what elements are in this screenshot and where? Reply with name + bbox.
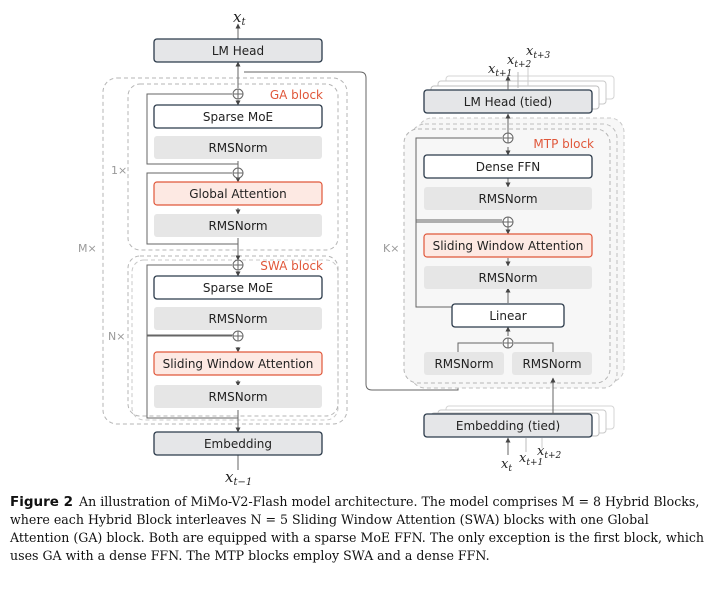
swa-rmsnorm-top-box <box>154 307 322 330</box>
ga-rmsnorm-top-box <box>154 136 322 159</box>
caption-text: An illustration of MiMo-V2-Flash model a… <box>10 494 705 563</box>
linear-label: Linear <box>489 309 526 323</box>
mtp-rmsnorm-top-label: RMSNorm <box>478 192 537 206</box>
mtp-output-token: xt+1 <box>488 62 512 79</box>
lm-head-tied-label: LM Head (tied) <box>464 95 552 109</box>
input-token: xt−1 <box>225 468 252 488</box>
swa-rmsnorm-top-label: RMSNorm <box>208 312 267 326</box>
swa-sparse-moe-label: Sparse MoE <box>203 281 273 295</box>
swa-block-container <box>127 255 339 417</box>
embedding-tied-box <box>423 413 593 438</box>
ga-rmsnorm-bottom-label: RMSNorm <box>208 219 267 233</box>
sliding-window-attention-box <box>153 351 323 376</box>
concat-add-icon <box>502 337 514 349</box>
mtp-swa-label: Sliding Window Attention <box>433 239 584 253</box>
ga-sparse-moe-box <box>153 104 323 129</box>
ga-rmsnorm-top-label: RMSNorm <box>208 141 267 155</box>
swa-rmsnorm-bottom-box <box>154 385 322 408</box>
mtp-input-token: xt+1 <box>519 451 543 468</box>
mtp-input-token: xt <box>501 457 512 474</box>
ga-block-container <box>127 83 339 251</box>
mtp-repeat-label: K× <box>383 242 399 255</box>
sliding-window-attention-label: Sliding Window Attention <box>163 357 314 371</box>
mtp-rmsnorm-left-box <box>424 352 504 375</box>
ga-sparse-moe-label: Sparse MoE <box>203 110 273 124</box>
residual-add-icon <box>232 167 244 179</box>
swa-repeat-label: N× <box>108 330 125 343</box>
residual-add-icon <box>232 259 244 271</box>
mtp-output-token: xt+2 <box>507 53 532 70</box>
ga-block-title: GA block <box>270 88 323 102</box>
figure-label: Figure 2 <box>10 494 74 510</box>
swa-sparse-moe-box <box>153 275 323 300</box>
lm-head-label: LM Head <box>212 44 264 58</box>
swa-rmsnorm-bottom-label: RMSNorm <box>208 390 267 404</box>
residual-add-icon <box>502 216 514 228</box>
hybrid-block-container <box>102 77 348 425</box>
mtp-rmsnorm-top-box <box>424 187 592 210</box>
embedding-box <box>153 431 323 456</box>
mtp-rmsnorm-right-label: RMSNorm <box>522 357 581 371</box>
output-token: xt <box>233 8 246 28</box>
residual-add-icon <box>232 330 244 342</box>
ga-rmsnorm-bottom-box <box>154 214 322 237</box>
mtp-rmsnorm-mid-label: RMSNorm <box>478 271 537 285</box>
swa-block-title: SWA block <box>260 259 323 273</box>
dense-ffn-label: Dense FFN <box>476 160 540 174</box>
global-attention-label: Global Attention <box>189 187 286 201</box>
dense-ffn-box <box>423 154 593 179</box>
global-attention-box <box>153 181 323 206</box>
architecture-diagram: M× 1× N× GA block SWA block LM Head Spar… <box>78 8 625 488</box>
hidden-state-connector <box>244 71 461 391</box>
mtp-rmsnorm-mid-box <box>424 266 592 289</box>
embedding-tied-label: Embedding (tied) <box>456 419 560 433</box>
residual-add-icon <box>232 88 244 100</box>
mtp-rmsnorm-left-label: RMSNorm <box>434 357 493 371</box>
mtp-input-token: xt+2 <box>537 444 562 461</box>
embedding-label: Embedding <box>204 437 272 451</box>
mtp-output-token: xt+3 <box>526 44 551 61</box>
lm-head-box <box>153 38 323 63</box>
outer-repeat-label: M× <box>78 242 97 255</box>
mtp-rmsnorm-right-box <box>512 352 592 375</box>
mtp-block-title: MTP block <box>533 137 594 151</box>
ga-repeat-label: 1× <box>111 164 127 177</box>
mtp-swa-box <box>423 233 593 258</box>
linear-box <box>451 303 565 328</box>
residual-add-icon <box>502 132 514 144</box>
